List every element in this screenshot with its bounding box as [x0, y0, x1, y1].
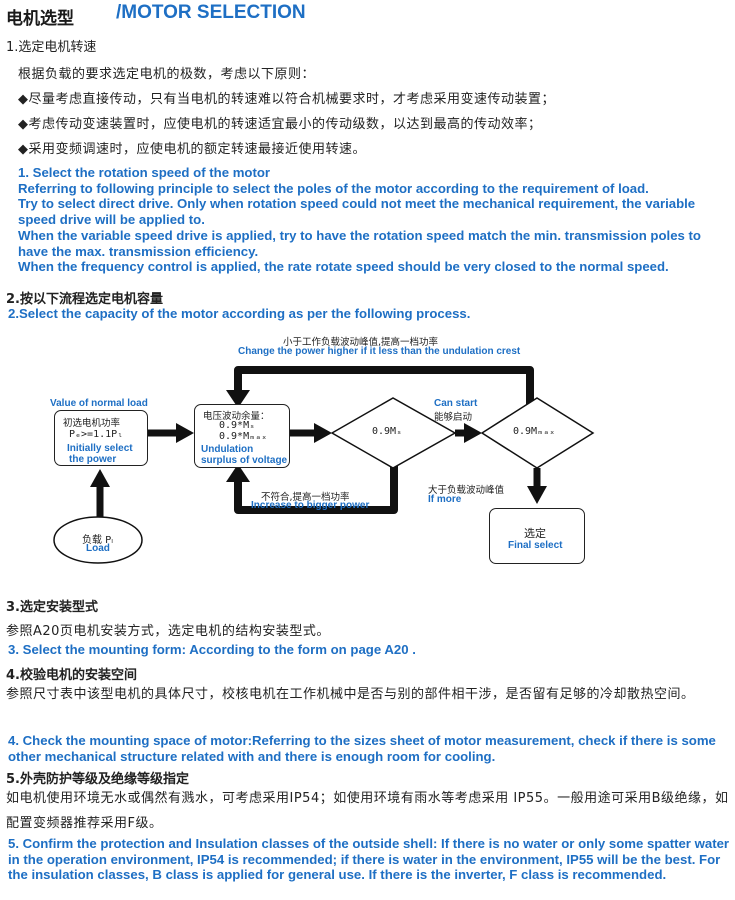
top-loop-arrowhead	[226, 390, 250, 408]
bottom-loop-arrowhead	[226, 464, 250, 482]
if-more-en: If more	[428, 494, 462, 505]
box2-cn: 电压波动余量：	[203, 411, 270, 422]
section1-bullet-1: ◆尽量考虑直接传动，只有当电机的转速难以符合机械要求时，才考虑采用变速传动装置；	[18, 92, 555, 107]
section1-heading: 1.选定电机转速	[6, 40, 97, 55]
final-select-box: 选定 Final select	[489, 508, 585, 564]
section1-en-line-4: When the frequency control is applied, t…	[18, 259, 669, 275]
page-title-en: /MOTOR SELECTION	[116, 2, 306, 23]
box1-en-2: the power	[69, 454, 117, 465]
top-loop-label-cn: 小于工作负载波动峰值,提高一档功率	[283, 337, 439, 348]
section1-bullet-2: ◆考虑传动变速装置时，应使电机的转速适宜最小的传动级数，以达到最高的传动效率；	[18, 117, 542, 132]
load-ellipse	[53, 516, 143, 564]
section5-en: 5. Confirm the protection and Insulation…	[8, 836, 730, 883]
load-en: Load	[86, 543, 110, 554]
arrow-diamond1-diamond2-head	[464, 423, 482, 443]
section3-en: 3. Select the mounting form: According t…	[8, 642, 416, 657]
initial-power-box: 初选电机功率 Pₑ>=1.1Pₗ Initially select the po…	[54, 410, 148, 466]
section2-heading: 2.按以下流程选定电机容量	[6, 292, 163, 307]
box2-en-1: Undulation	[201, 444, 254, 455]
diamond-start-check	[330, 397, 457, 469]
box1-en-1: Initially select	[67, 443, 133, 454]
section1-en-line-2: Try to select direct drive. Only when ro…	[18, 196, 696, 228]
bottom-loop-label-en: Increase to bigger power	[251, 500, 370, 511]
voltage-surplus-box: 电压波动余量： 0.9*Mₛ 0.9*Mₘₐₓ Undulation surpl…	[194, 404, 290, 468]
box1-formula: Pₑ>=1.1Pₗ	[69, 429, 124, 440]
section1-en-heading: 1. Select the rotation speed of the moto…	[18, 165, 271, 180]
section2-heading-en: 2.Select the capacity of the motor accor…	[8, 306, 471, 321]
section4-heading: 4.校验电机的安装空间	[6, 668, 137, 683]
top-loop-label-en: Change the power higher if it less than …	[238, 346, 521, 357]
final-cn: 选定	[524, 527, 546, 540]
arrow-box1-box2-head	[176, 423, 194, 443]
final-en: Final select	[508, 540, 563, 551]
can-start-en: Can start	[434, 398, 478, 409]
box2-line2: 0.9*Mₘₐₓ	[219, 431, 268, 442]
section4-body: 参照尺寸表中该型电机的具体尺寸，校核电机在工作机械中是否与别的部件相干涉，是否留…	[6, 687, 695, 702]
section1-en-line-1: Referring to following principle to sele…	[18, 180, 649, 196]
section1-intro: 根据负载的要求选定电机的极数，考虑以下原则：	[18, 67, 316, 82]
diamond2-label: 0.9Mₘₐₓ	[513, 426, 556, 437]
box2-line1: 0.9*Mₛ	[219, 420, 256, 431]
section1-bullet-3: ◆采用变频调速时，应使电机的额定转速最接近使用转速。	[18, 142, 366, 157]
box1-caption: Value of normal load	[50, 398, 148, 409]
box2-en-2: surplus of voltage	[201, 455, 288, 466]
top-loop-arrow	[234, 366, 534, 410]
section1-en-line-3: When the variable speed drive is applied…	[18, 227, 701, 259]
arrow-load-box1-head	[90, 469, 110, 487]
section3-heading: 3.选定安装型式	[6, 600, 98, 615]
section4-en: 4. Check the mounting space of motor:Ref…	[8, 733, 716, 764]
bottom-loop-label-cn: 不符合,提高一档功率	[261, 492, 350, 503]
arrow-diamond2-final-head	[527, 486, 547, 504]
section3-body: 参照A20页电机安装方式，选定电机的结构安装型式。	[6, 624, 330, 639]
load-cn: 负载 Pₗ	[82, 535, 113, 546]
if-more-cn: 大于负载波动峰值	[428, 485, 505, 496]
box1-cn: 初选电机功率	[63, 418, 121, 429]
section5-heading: 5.外壳防护等级及绝缘等级指定	[6, 772, 189, 787]
diamond-max-check	[480, 397, 595, 469]
page-title-cn: 电机选型	[6, 9, 74, 29]
arrow-box2-diamond1-head	[314, 423, 332, 443]
section1-en-block: 1. Select the rotation speed of the moto…	[18, 165, 733, 275]
bottom-loop-arrow	[234, 450, 398, 514]
flowchart-arrows	[53, 366, 595, 564]
can-start-cn: 能够启动	[434, 412, 473, 423]
section5-body: 如电机使用环境无水或偶然有溅水，可考虑采用IP54；如使用环境有雨水等考虑采用 …	[6, 791, 729, 831]
diamond1-label: 0.9Mₛ	[372, 426, 403, 437]
